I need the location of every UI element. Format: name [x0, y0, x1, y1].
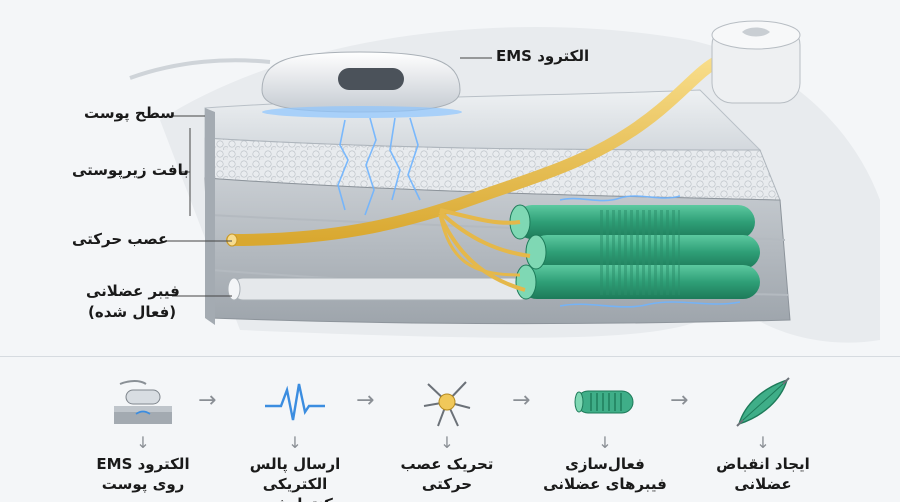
label-skin-surface: سطح پوست [84, 104, 176, 122]
process-step-activation: ↓ فعال‌سازی فیبرهای عضلانی [530, 372, 680, 494]
chevron-down-icon: ↓ [440, 433, 454, 452]
muscle-fiber-icon [530, 372, 680, 432]
step-label-line1: تحریک عصب [400, 455, 494, 473]
motor-nerve [226, 54, 726, 292]
electric-sparks [337, 117, 741, 308]
section-divider [0, 356, 900, 357]
label-motor-nerve: عصب حرکتی [72, 230, 169, 248]
muscle-bundle [509, 204, 760, 300]
neuron-icon [372, 372, 522, 432]
process-step-electrode: ↓ الکترود EMS روی پوست [68, 372, 218, 494]
electric-pulse-icon [220, 372, 370, 432]
arrow-right-icon: → [356, 388, 375, 413]
spinal-cord [711, 20, 801, 104]
chevron-down-icon: ↓ [598, 433, 612, 452]
step-label-line2: کنترل‌شده [220, 494, 370, 502]
step-label-line2: فیبرهای عضلانی [543, 475, 667, 493]
label-muscle-fiber: فیبر عضلانی [86, 282, 180, 300]
process-step-contraction: ↓ ایجاد انقباض عضلانی [688, 372, 838, 494]
chevron-down-icon: ↓ [756, 433, 770, 452]
step-label-line2: روی پوست [101, 475, 185, 493]
process-step-pulse: ↓ ارسال پالس الکتریکی کنترل‌شده [220, 372, 370, 502]
step-label-line2: عضلانی [734, 475, 792, 493]
block-front-face [205, 108, 215, 325]
step-label-line1: ایجاد انقباض [716, 455, 810, 473]
leader-lines [166, 57, 492, 297]
label-ems-electrode: الکترود EMS [496, 47, 590, 65]
process-step-nerve: ↓ تحریک عصب حرکتی [372, 372, 522, 494]
ems-electrode-pad [129, 51, 462, 118]
muscle-fiber-end [227, 277, 241, 301]
muscle-contraction-icon [688, 372, 838, 432]
step-label-line1: الکترود EMS [96, 455, 190, 473]
label-muscle-fiber-activated: (فعال شده) [88, 303, 177, 321]
arrow-right-icon: → [198, 388, 217, 413]
ems-illustration [129, 20, 880, 343]
chevron-down-icon: ↓ [136, 433, 150, 452]
arrow-right-icon: → [670, 388, 689, 413]
arrow-right-icon: → [512, 388, 531, 413]
chevron-down-icon: ↓ [288, 433, 302, 452]
step-label-line1: ارسال پالس الکتریکی [249, 455, 341, 493]
step-label-line1: فعال‌سازی [565, 455, 645, 473]
electrode-on-skin-icon [68, 372, 218, 432]
step-label-line2: حرکتی [421, 475, 473, 493]
label-subcutaneous-tissue: بافت زیرپوستی [72, 161, 189, 179]
muscle-fiber-cylinder [231, 277, 533, 301]
